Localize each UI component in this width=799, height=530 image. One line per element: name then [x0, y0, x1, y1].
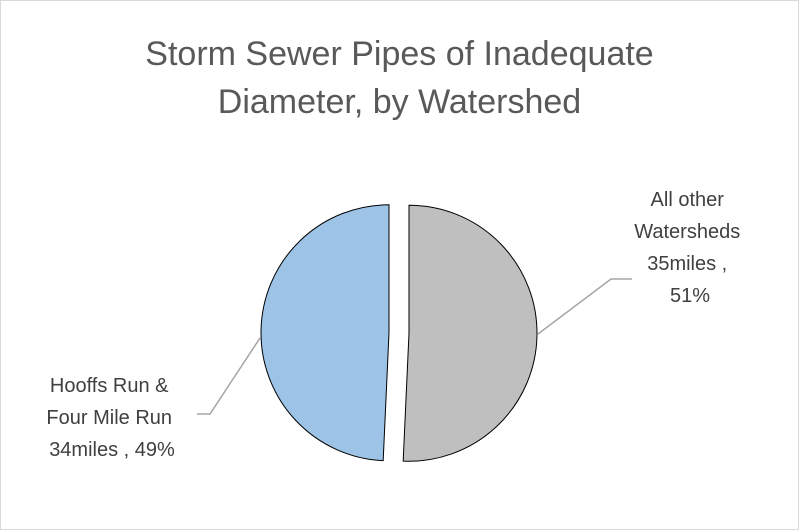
chart-title-line-1: Storm Sewer Pipes of Inadequate	[145, 35, 654, 73]
slice-label-hooffs-line-2: Four Mile Run	[46, 407, 172, 429]
pie-slice-hooffs	[260, 204, 390, 462]
slice-label-other-line-3: 35miles ,	[647, 253, 727, 275]
slice-label-other-line-4: 51%	[670, 285, 710, 307]
pie-slices	[260, 204, 538, 462]
slice-label-hooffs: Hooffs Run & Four Mile Run 34miles , 49%	[46, 375, 177, 461]
pie-slice-other	[402, 204, 538, 462]
chart-title: Storm Sewer Pipes of Inadequate Diameter…	[0, 30, 799, 126]
slice-label-other-line-2: Watersheds	[634, 221, 740, 243]
slice-label-hooffs-line-3: 34miles , 49%	[49, 439, 175, 461]
slice-label-other: All other Watersheds 35miles , 51%	[634, 189, 746, 307]
slice-label-hooffs-line-1: Hooffs Run &	[50, 375, 169, 397]
chart-title-line-2: Diameter, by Watershed	[217, 83, 582, 121]
leader-line-hooffs	[197, 337, 261, 415]
slice-label-other-line-1: All other	[651, 189, 725, 211]
leader-line-other	[537, 278, 632, 335]
leader-lines	[197, 278, 632, 415]
